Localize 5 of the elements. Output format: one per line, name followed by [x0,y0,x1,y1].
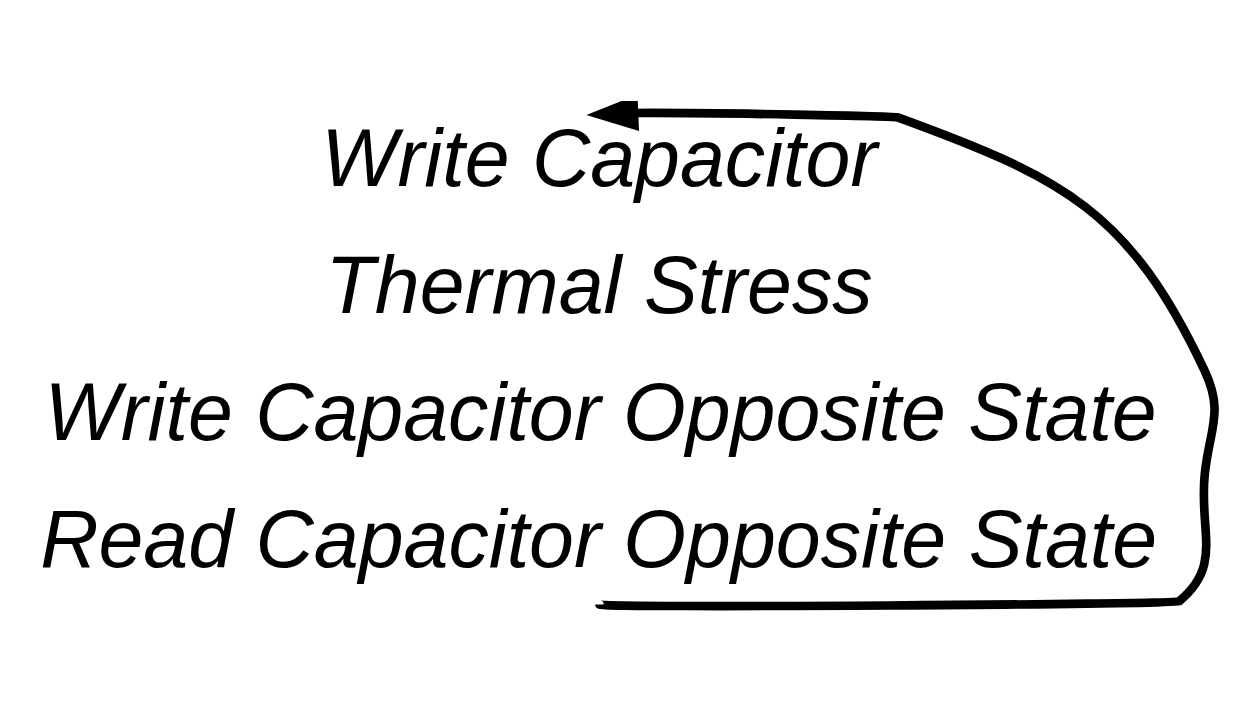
label: Thermal Stress [325,239,873,330]
node-text: Read Capacitor Opposite State [40,493,1158,584]
label: Write Capacitor Opposite State [44,366,1157,457]
node-text: Write Capacitor [321,112,878,203]
arrow [586,100,1219,610]
